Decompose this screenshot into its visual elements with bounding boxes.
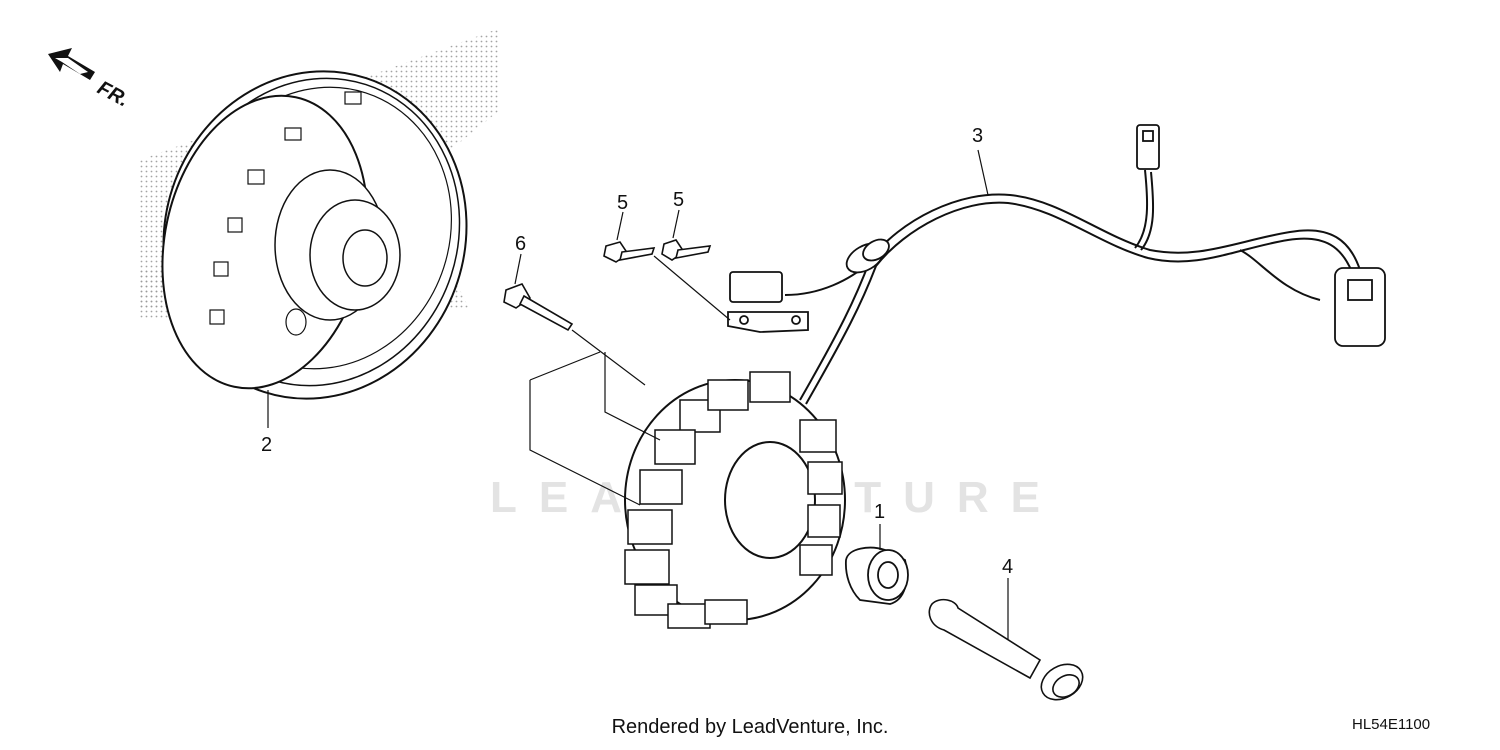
bolt-4[interactable] xyxy=(928,598,1089,707)
bolt-6[interactable] xyxy=(503,283,574,332)
front-label: FR. xyxy=(94,77,133,112)
callout-3: 3 xyxy=(972,125,983,147)
harness-connector-upper[interactable] xyxy=(1136,124,1160,170)
diagram-code: HL54E1100 xyxy=(1352,716,1431,733)
collar-1[interactable] xyxy=(845,546,909,605)
callout-1: 1 xyxy=(874,501,885,523)
callout-5-right: 5 xyxy=(673,189,684,211)
harness-connector-lower[interactable] xyxy=(1334,267,1386,347)
flywheel-rotor[interactable] xyxy=(121,28,508,438)
arrow-front-icon xyxy=(48,48,95,80)
front-direction-indicator: FR. xyxy=(48,48,132,112)
rendered-by-credit: Rendered by LeadVenture, Inc. xyxy=(611,716,889,738)
stator-coil[interactable] xyxy=(624,371,846,629)
bolt-5-right[interactable] xyxy=(661,239,712,261)
leader-lines xyxy=(267,149,1009,640)
callout-4: 4 xyxy=(1002,556,1013,578)
callout-6: 6 xyxy=(515,233,526,255)
bolt-5-left[interactable] xyxy=(603,241,656,263)
grommet[interactable] xyxy=(842,235,893,278)
wire-harness[interactable] xyxy=(784,169,1361,405)
callout-5-left: 5 xyxy=(617,192,628,214)
pulse-sensor[interactable] xyxy=(727,271,809,333)
callout-2: 2 xyxy=(261,434,272,456)
